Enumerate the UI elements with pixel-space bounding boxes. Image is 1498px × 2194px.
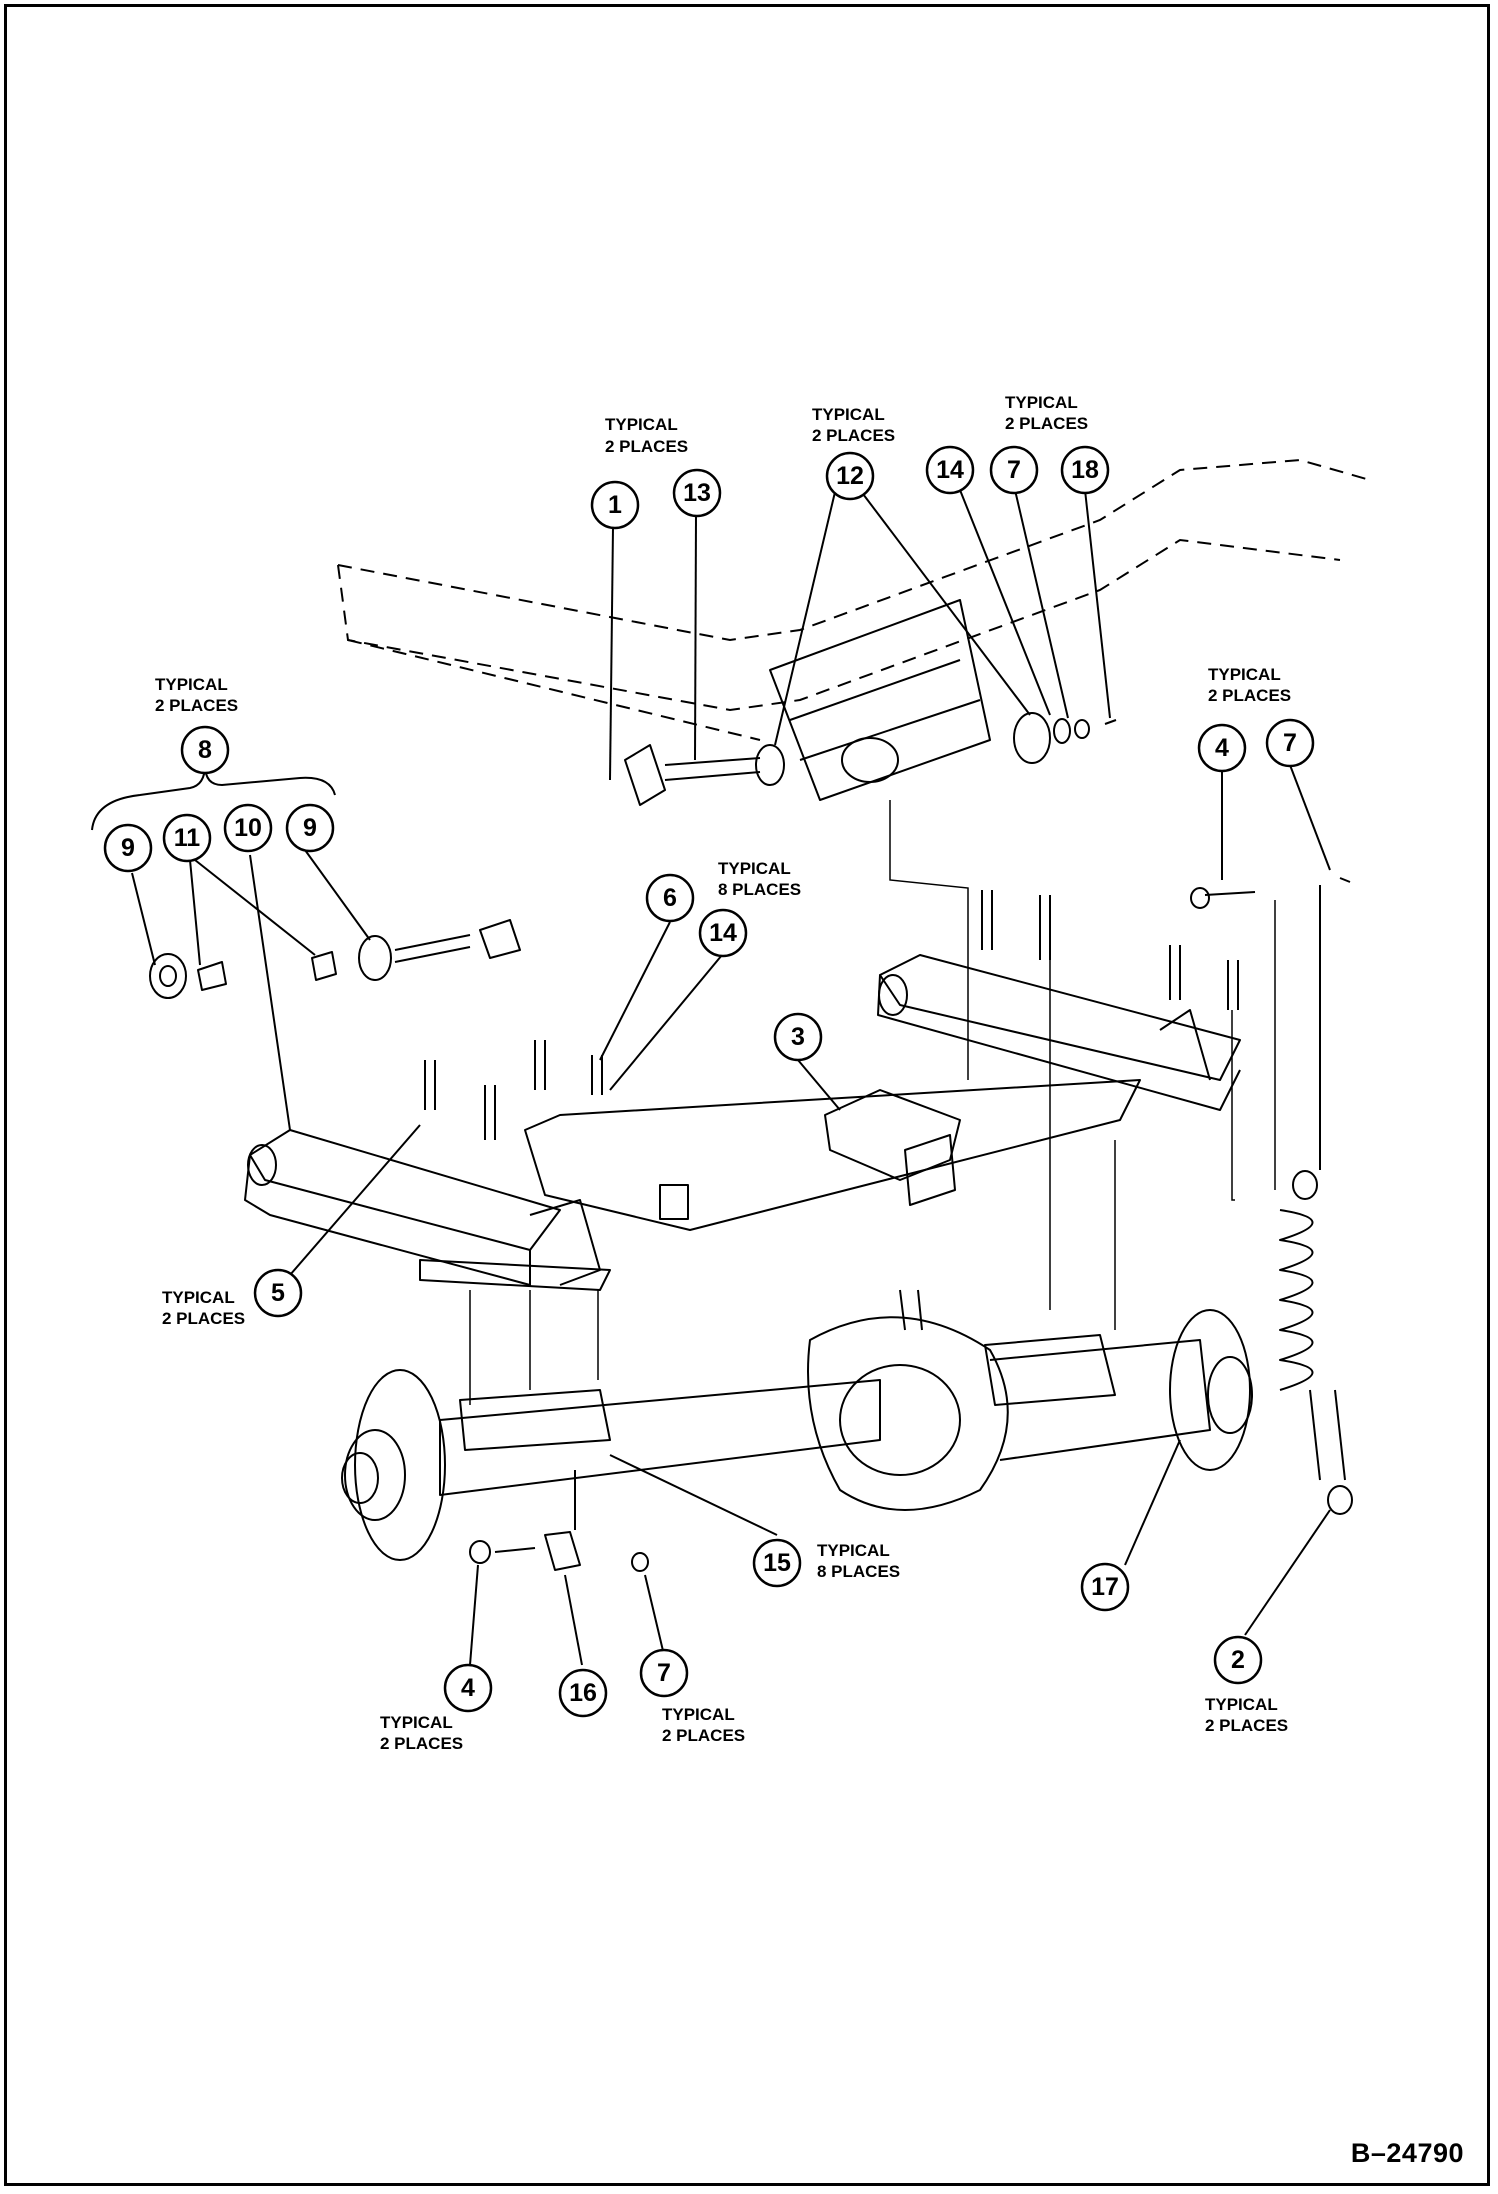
callout-7-upper: 7 xyxy=(989,445,1039,495)
svg-text:8 PLACES: 8 PLACES xyxy=(817,1562,900,1581)
callout-12: 12 xyxy=(825,451,875,501)
callout-9-left: 9 xyxy=(103,823,153,873)
svg-text:2 PLACES: 2 PLACES xyxy=(155,696,238,715)
note-typical-2-places-4-lower: TYPICAL 2 PLACES xyxy=(380,1713,463,1753)
callout-17: 17 xyxy=(1080,1562,1130,1612)
callout-13: 13 xyxy=(672,468,722,518)
svg-text:7: 7 xyxy=(657,1659,671,1687)
callout-9-right: 9 xyxy=(285,803,335,853)
rear-axle xyxy=(341,1289,1253,1561)
svg-text:4: 4 xyxy=(1215,734,1229,762)
svg-text:11: 11 xyxy=(174,824,201,852)
svg-text:13: 13 xyxy=(683,479,711,507)
svg-text:2 PLACES: 2 PLACES xyxy=(380,1734,463,1753)
svg-text:2 PLACES: 2 PLACES xyxy=(1205,1716,1288,1735)
svg-text:TYPICAL: TYPICAL xyxy=(812,405,885,424)
svg-text:TYPICAL: TYPICAL xyxy=(162,1288,235,1307)
note-typical-2-places-4-upper: TYPICAL 2 PLACES xyxy=(1208,665,1291,705)
callout-3: 3 xyxy=(773,1012,823,1062)
svg-text:14: 14 xyxy=(936,456,964,484)
svg-text:TYPICAL: TYPICAL xyxy=(1205,1695,1278,1714)
callout-4-upper: 4 xyxy=(1197,723,1247,773)
callout-7-lower: 7 xyxy=(639,1648,689,1698)
callout-6: 6 xyxy=(645,873,695,923)
svg-text:10: 10 xyxy=(234,814,262,842)
svg-text:TYPICAL: TYPICAL xyxy=(817,1541,890,1560)
upper-pivot-bolt xyxy=(624,712,1117,806)
svg-text:TYPICAL: TYPICAL xyxy=(1208,665,1281,684)
svg-text:TYPICAL: TYPICAL xyxy=(1005,393,1078,412)
note-typical-2-places-7-lower: TYPICAL 2 PLACES xyxy=(662,1705,745,1745)
callout-4-lower: 4 xyxy=(443,1663,493,1713)
drawing-frame xyxy=(4,4,1490,2186)
callout-1: 1 xyxy=(590,480,640,530)
right-trailing-arm xyxy=(877,954,1241,1111)
callout-15: 15 xyxy=(752,1538,802,1588)
left-trailing-arm xyxy=(244,1129,611,1291)
note-typical-2-places-12: TYPICAL 2 PLACES xyxy=(812,405,895,445)
left-bushing-set xyxy=(149,919,521,999)
svg-text:2 PLACES: 2 PLACES xyxy=(1208,686,1291,705)
note-typical-2-places-1: TYPICAL 2 PLACES xyxy=(605,415,688,456)
svg-text:TYPICAL: TYPICAL xyxy=(605,415,678,434)
svg-text:TYPICAL: TYPICAL xyxy=(662,1705,735,1724)
note-typical-8-places-15: TYPICAL 8 PLACES xyxy=(817,1541,900,1581)
shock-absorber xyxy=(1279,877,1353,1515)
vehicle-frame-outline xyxy=(337,458,1371,741)
note-typical-2-places-8: TYPICAL 2 PLACES xyxy=(155,675,238,715)
callout-18: 18 xyxy=(1060,445,1110,495)
svg-text:6: 6 xyxy=(663,884,677,912)
svg-text:5: 5 xyxy=(271,1279,285,1307)
mounting-bolts xyxy=(424,890,1239,1140)
svg-text:2 PLACES: 2 PLACES xyxy=(605,437,688,456)
svg-text:7: 7 xyxy=(1283,729,1297,757)
callout-11: 11 xyxy=(162,813,212,863)
svg-text:2 PLACES: 2 PLACES xyxy=(162,1309,245,1328)
callout-7-right: 7 xyxy=(1265,718,1315,768)
note-typical-2-places-2: TYPICAL 2 PLACES xyxy=(1205,1695,1288,1735)
callout-10: 10 xyxy=(223,803,273,853)
callout-8: 8 xyxy=(180,725,230,775)
svg-text:TYPICAL: TYPICAL xyxy=(718,859,791,878)
note-typical-2-places-5: TYPICAL 2 PLACES xyxy=(162,1288,245,1328)
document-number: B–24790 xyxy=(1350,2138,1464,2168)
svg-text:2: 2 xyxy=(1231,1646,1245,1674)
svg-text:3: 3 xyxy=(791,1023,805,1051)
center-crossmember xyxy=(524,1079,1141,1231)
svg-text:12: 12 xyxy=(836,462,864,490)
svg-text:1: 1 xyxy=(608,491,622,519)
note-typical-8-places-6: TYPICAL 8 PLACES xyxy=(718,859,801,899)
callout-14-middle: 14 xyxy=(698,908,748,958)
svg-text:14: 14 xyxy=(709,919,737,947)
svg-text:18: 18 xyxy=(1071,456,1099,484)
svg-text:2 PLACES: 2 PLACES xyxy=(662,1726,745,1745)
svg-text:8: 8 xyxy=(198,736,212,764)
svg-text:7: 7 xyxy=(1007,456,1021,484)
callout-16: 16 xyxy=(558,1668,608,1718)
assembly-lines xyxy=(469,800,1276,1405)
svg-text:15: 15 xyxy=(763,1549,791,1577)
svg-text:9: 9 xyxy=(121,834,135,862)
svg-text:TYPICAL: TYPICAL xyxy=(155,675,228,694)
svg-text:2 PLACES: 2 PLACES xyxy=(1005,414,1088,433)
frame-bracket xyxy=(769,599,991,801)
svg-text:16: 16 xyxy=(569,1679,597,1707)
callout-14-upper: 14 xyxy=(925,445,975,495)
lower-shock-hardware xyxy=(469,887,1256,1572)
svg-text:17: 17 xyxy=(1091,1573,1119,1601)
note-typical-2-places-18: TYPICAL 2 PLACES xyxy=(1005,393,1088,433)
leader-lines xyxy=(131,489,1331,1666)
svg-text:8 PLACES: 8 PLACES xyxy=(718,880,801,899)
svg-text:4: 4 xyxy=(461,1674,475,1702)
svg-text:2 PLACES: 2 PLACES xyxy=(812,426,895,445)
svg-text:TYPICAL: TYPICAL xyxy=(380,1713,453,1732)
callout-5: 5 xyxy=(253,1268,303,1318)
svg-text:9: 9 xyxy=(303,814,317,842)
callout-2: 2 xyxy=(1213,1635,1263,1685)
